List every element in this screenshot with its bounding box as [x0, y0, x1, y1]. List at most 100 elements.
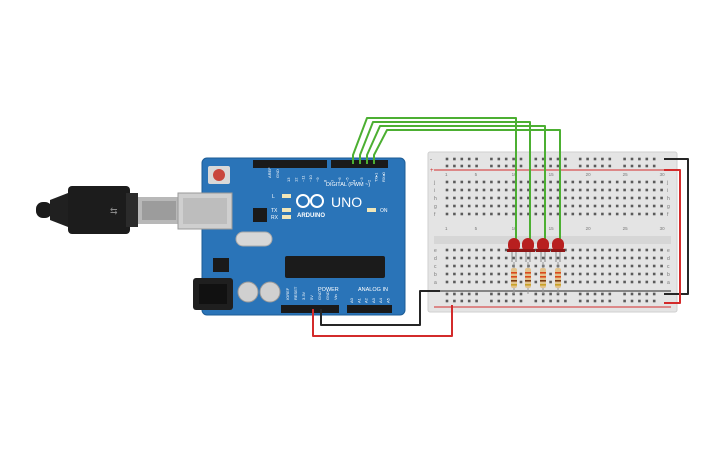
terminal-hole[interactable]: [445, 280, 449, 284]
terminal-hole[interactable]: [578, 248, 582, 252]
terminal-hole[interactable]: [578, 212, 582, 216]
terminal-hole[interactable]: [660, 280, 663, 284]
terminal-hole[interactable]: [593, 280, 597, 284]
rail-hole[interactable]: [453, 299, 456, 303]
terminal-hole[interactable]: [497, 180, 501, 184]
terminal-hole[interactable]: [534, 188, 538, 192]
rail-hole[interactable]: [652, 292, 656, 296]
terminal-hole[interactable]: [490, 196, 493, 200]
terminal-hole[interactable]: [623, 188, 626, 192]
rail-hole[interactable]: [593, 164, 597, 168]
terminal-hole[interactable]: [445, 204, 449, 208]
terminal-hole[interactable]: [571, 196, 575, 200]
terminal-hole[interactable]: [541, 188, 545, 192]
terminal-hole[interactable]: [652, 188, 656, 192]
rail-hole[interactable]: [497, 292, 501, 296]
rail-hole[interactable]: [460, 157, 464, 161]
rail-hole[interactable]: [504, 299, 508, 303]
terminal-hole[interactable]: [475, 272, 478, 276]
terminal-hole[interactable]: [460, 256, 464, 260]
rail-hole[interactable]: [534, 299, 538, 303]
terminal-hole[interactable]: [630, 280, 634, 284]
terminal-hole[interactable]: [527, 212, 530, 216]
rail-hole[interactable]: [601, 299, 604, 303]
rail-hole[interactable]: [512, 164, 515, 168]
terminal-hole[interactable]: [556, 212, 560, 216]
rail-hole[interactable]: [504, 157, 508, 161]
terminal-hole[interactable]: [475, 280, 478, 284]
terminal-hole[interactable]: [615, 188, 619, 192]
rail-hole[interactable]: [504, 292, 508, 296]
rail-hole[interactable]: [549, 299, 552, 303]
terminal-hole[interactable]: [615, 196, 619, 200]
terminal-hole[interactable]: [504, 204, 508, 208]
rail-hole[interactable]: [608, 164, 612, 168]
terminal-hole[interactable]: [460, 264, 464, 268]
rail-hole[interactable]: [564, 292, 567, 296]
terminal-hole[interactable]: [519, 180, 523, 184]
terminal-hole[interactable]: [475, 212, 478, 216]
terminal-hole[interactable]: [549, 188, 552, 192]
terminal-hole[interactable]: [638, 256, 641, 260]
terminal-hole[interactable]: [645, 256, 649, 260]
terminal-hole[interactable]: [453, 204, 456, 208]
terminal-hole[interactable]: [645, 272, 649, 276]
terminal-hole[interactable]: [475, 188, 478, 192]
terminal-hole[interactable]: [482, 204, 486, 208]
breadboard-holes[interactable]: [445, 157, 663, 303]
terminal-hole[interactable]: [652, 264, 656, 268]
rail-hole[interactable]: [497, 157, 501, 161]
terminal-hole[interactable]: [586, 256, 589, 260]
rail-hole[interactable]: [475, 164, 478, 168]
terminal-hole[interactable]: [652, 196, 656, 200]
rail-hole[interactable]: [534, 164, 538, 168]
leds[interactable]: [507, 238, 565, 262]
terminal-hole[interactable]: [467, 280, 471, 284]
terminal-hole[interactable]: [578, 180, 582, 184]
terminal-hole[interactable]: [623, 212, 626, 216]
terminal-hole[interactable]: [652, 212, 656, 216]
terminal-hole[interactable]: [467, 212, 471, 216]
terminal-hole[interactable]: [652, 272, 656, 276]
rail-hole[interactable]: [467, 292, 471, 296]
rail-hole[interactable]: [519, 292, 523, 296]
terminal-hole[interactable]: [549, 280, 552, 284]
terminal-hole[interactable]: [512, 180, 515, 184]
rail-hole[interactable]: [623, 164, 626, 168]
rail-hole[interactable]: [541, 157, 545, 161]
rail-hole[interactable]: [460, 292, 464, 296]
rail-hole[interactable]: [586, 157, 589, 161]
terminal-hole[interactable]: [652, 280, 656, 284]
terminal-hole[interactable]: [453, 280, 456, 284]
rail-hole[interactable]: [556, 299, 560, 303]
usb-cable[interactable]: ⇆: [36, 186, 182, 234]
terminal-hole[interactable]: [467, 180, 471, 184]
rail-hole[interactable]: [601, 157, 604, 161]
terminal-hole[interactable]: [482, 264, 486, 268]
terminal-hole[interactable]: [467, 196, 471, 200]
terminal-hole[interactable]: [601, 188, 604, 192]
terminal-hole[interactable]: [460, 204, 464, 208]
terminal-hole[interactable]: [445, 256, 449, 260]
terminal-hole[interactable]: [638, 272, 641, 276]
rail-hole[interactable]: [578, 157, 582, 161]
terminal-hole[interactable]: [490, 264, 493, 268]
terminal-hole[interactable]: [593, 188, 597, 192]
terminal-hole[interactable]: [660, 256, 663, 260]
arduino-board[interactable]: L TX RX ON ARDUINO UNO DIGITAL (PWM ~) 1…: [177, 157, 406, 316]
terminal-hole[interactable]: [630, 256, 634, 260]
terminal-hole[interactable]: [630, 196, 634, 200]
rail-hole[interactable]: [549, 157, 552, 161]
terminal-hole[interactable]: [534, 196, 538, 200]
terminal-hole[interactable]: [534, 248, 538, 252]
rail-hole[interactable]: [601, 164, 604, 168]
terminal-hole[interactable]: [660, 212, 663, 216]
rail-hole[interactable]: [519, 157, 523, 161]
terminal-hole[interactable]: [593, 212, 597, 216]
terminal-hole[interactable]: [504, 212, 508, 216]
terminal-hole[interactable]: [512, 204, 515, 208]
rail-hole[interactable]: [453, 164, 456, 168]
terminal-hole[interactable]: [586, 196, 589, 200]
rail-hole[interactable]: [586, 164, 589, 168]
terminal-hole[interactable]: [475, 204, 478, 208]
